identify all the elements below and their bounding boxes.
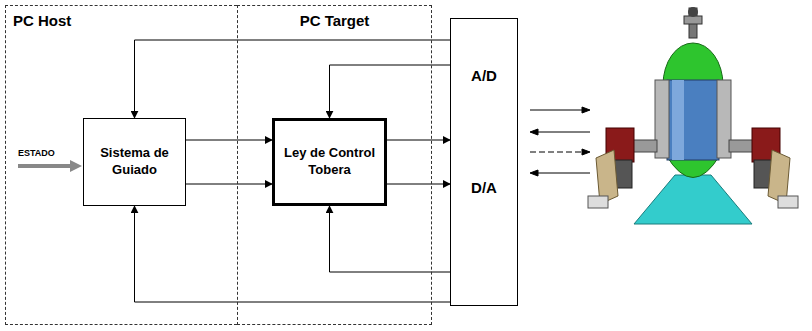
control-box: Ley de Control Tobera <box>272 118 387 206</box>
process-box: Sistema de Guiado <box>83 118 186 206</box>
converter-box: A/D D/A <box>450 18 518 306</box>
signal-connector <box>186 140 272 141</box>
upper-dome <box>663 43 723 85</box>
input-arrow-head <box>70 160 82 172</box>
region-heading: PC Host <box>13 12 71 29</box>
arrow-head <box>530 129 538 135</box>
signal-arrow <box>534 173 590 174</box>
arrow-head <box>530 170 538 176</box>
signal-connector <box>387 184 450 185</box>
host-region: PC HostSistema de Guiado <box>5 5 237 325</box>
signal-arrow <box>534 132 590 133</box>
signal-arrow <box>530 152 586 153</box>
arrow-head <box>582 149 590 155</box>
input-arrow-shaft <box>18 164 72 168</box>
actuator-rod <box>729 140 755 152</box>
actuator-clevis <box>588 196 608 208</box>
signal-arrows <box>530 107 590 176</box>
chamber-cylinder <box>667 80 719 160</box>
valve-body <box>684 16 702 24</box>
signal-arrow <box>530 110 586 111</box>
signal-connector <box>186 184 272 185</box>
signal-connector <box>135 40 451 118</box>
valve-knob <box>688 7 698 17</box>
nozzle-illustration <box>588 7 798 224</box>
box-label: Ley de Control Tobera <box>281 145 378 179</box>
actuator-rod <box>631 140 657 152</box>
box-label: Sistema de Guiado <box>90 145 179 179</box>
region-heading: PC Target <box>238 12 431 29</box>
converter-label: A/D <box>451 67 517 84</box>
signal-connector <box>135 206 451 302</box>
input-arrow <box>18 160 82 172</box>
converter-label: D/A <box>451 179 517 196</box>
target-region: PC TargetLey de Control Tobera <box>237 5 432 325</box>
nozzle-cone <box>634 175 752 224</box>
actuator-clevis <box>778 196 798 208</box>
signal-label: ESTADO <box>18 148 55 158</box>
chamber-highlight <box>672 80 684 160</box>
signal-connector <box>387 140 450 141</box>
arrow-head <box>582 107 590 113</box>
